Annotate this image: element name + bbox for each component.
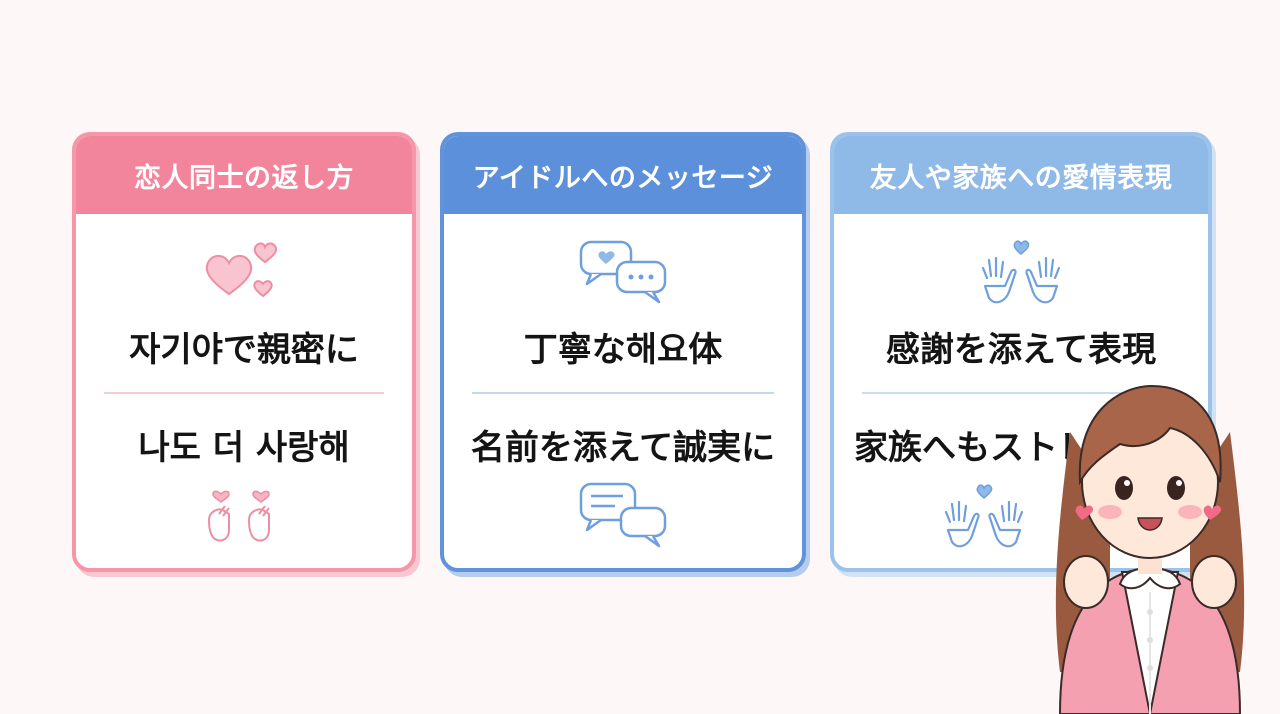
divider	[104, 392, 384, 394]
card-line-2: 名前を添えて誠実に	[470, 428, 776, 468]
divider	[472, 392, 774, 394]
card-title: アイドルへのメッセージ	[444, 136, 802, 214]
card-body: 感謝を添えて表現 家族へもストレ	[834, 214, 1208, 568]
card-idol-message: アイドルへのメッセージ 丁寧な해요体 名前を添えて誠実に	[440, 132, 806, 572]
chat-bubbles-icon	[579, 240, 667, 304]
card-body: 자기야で親密に 나도 더 사랑해	[76, 214, 412, 568]
hands-heart-icon	[944, 484, 1023, 548]
finger-heart-icon	[207, 490, 270, 542]
message-bubbles-icon	[579, 482, 667, 548]
card-line-2: 家族へもストレ	[854, 428, 1092, 468]
card-body: 丁寧な해요体 名前を添えて誠実に	[444, 214, 802, 568]
hearts-icon	[205, 242, 278, 298]
card-line-1: 자기야で親密に	[129, 330, 359, 370]
card-title: 恋人同士の返し方	[76, 136, 412, 214]
card-line-1: 感謝を添えて表現	[885, 330, 1157, 370]
card-lovers: 恋人同士の返し方 자기야で親密に 나도 더 사랑해	[72, 132, 416, 572]
hands-heart-icon	[981, 240, 1061, 304]
card-line-2: 나도 더 사랑해	[138, 428, 350, 468]
divider	[862, 392, 1180, 394]
card-line-1: 丁寧な해요体	[523, 330, 723, 370]
girl-finger-heart-illustration	[1055, 384, 1245, 714]
card-title: 友人や家族への愛情表現	[834, 136, 1208, 214]
